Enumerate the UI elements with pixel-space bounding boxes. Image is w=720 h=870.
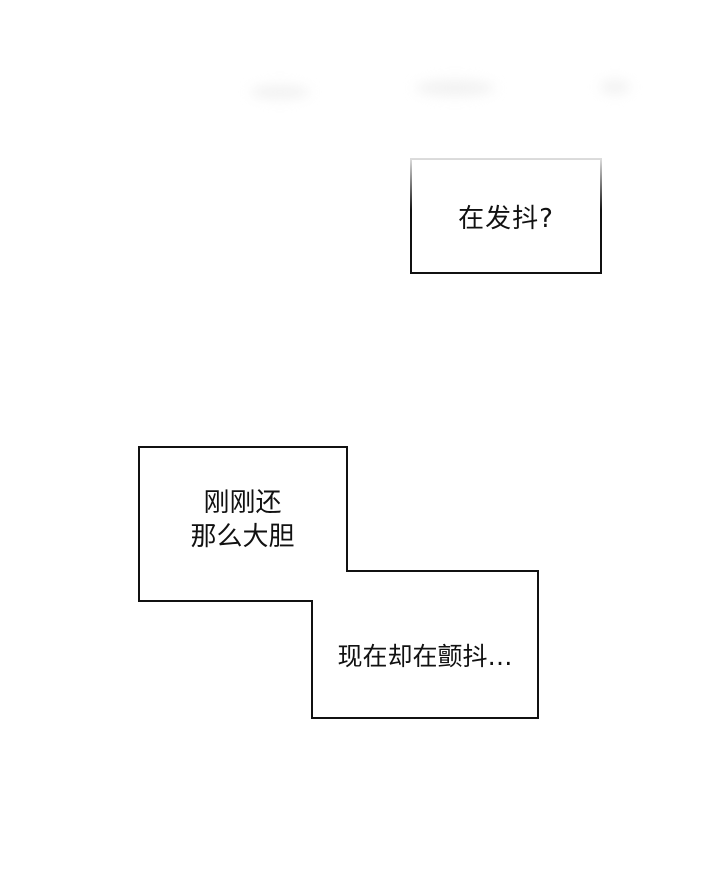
caption-line-2: 那么大胆	[190, 522, 295, 552]
speech-box-top: 在发抖?	[410, 158, 602, 274]
caption-line-1: 刚刚还	[203, 488, 282, 518]
speech-text-top: 在发抖?	[458, 203, 554, 234]
caption-text-left: 刚刚还 那么大胆	[138, 486, 347, 554]
faded-artwork	[415, 80, 495, 96]
faded-artwork	[600, 80, 630, 94]
faded-artwork	[250, 85, 310, 99]
caption-text-bottom: 现在却在颤抖…	[337, 642, 513, 671]
